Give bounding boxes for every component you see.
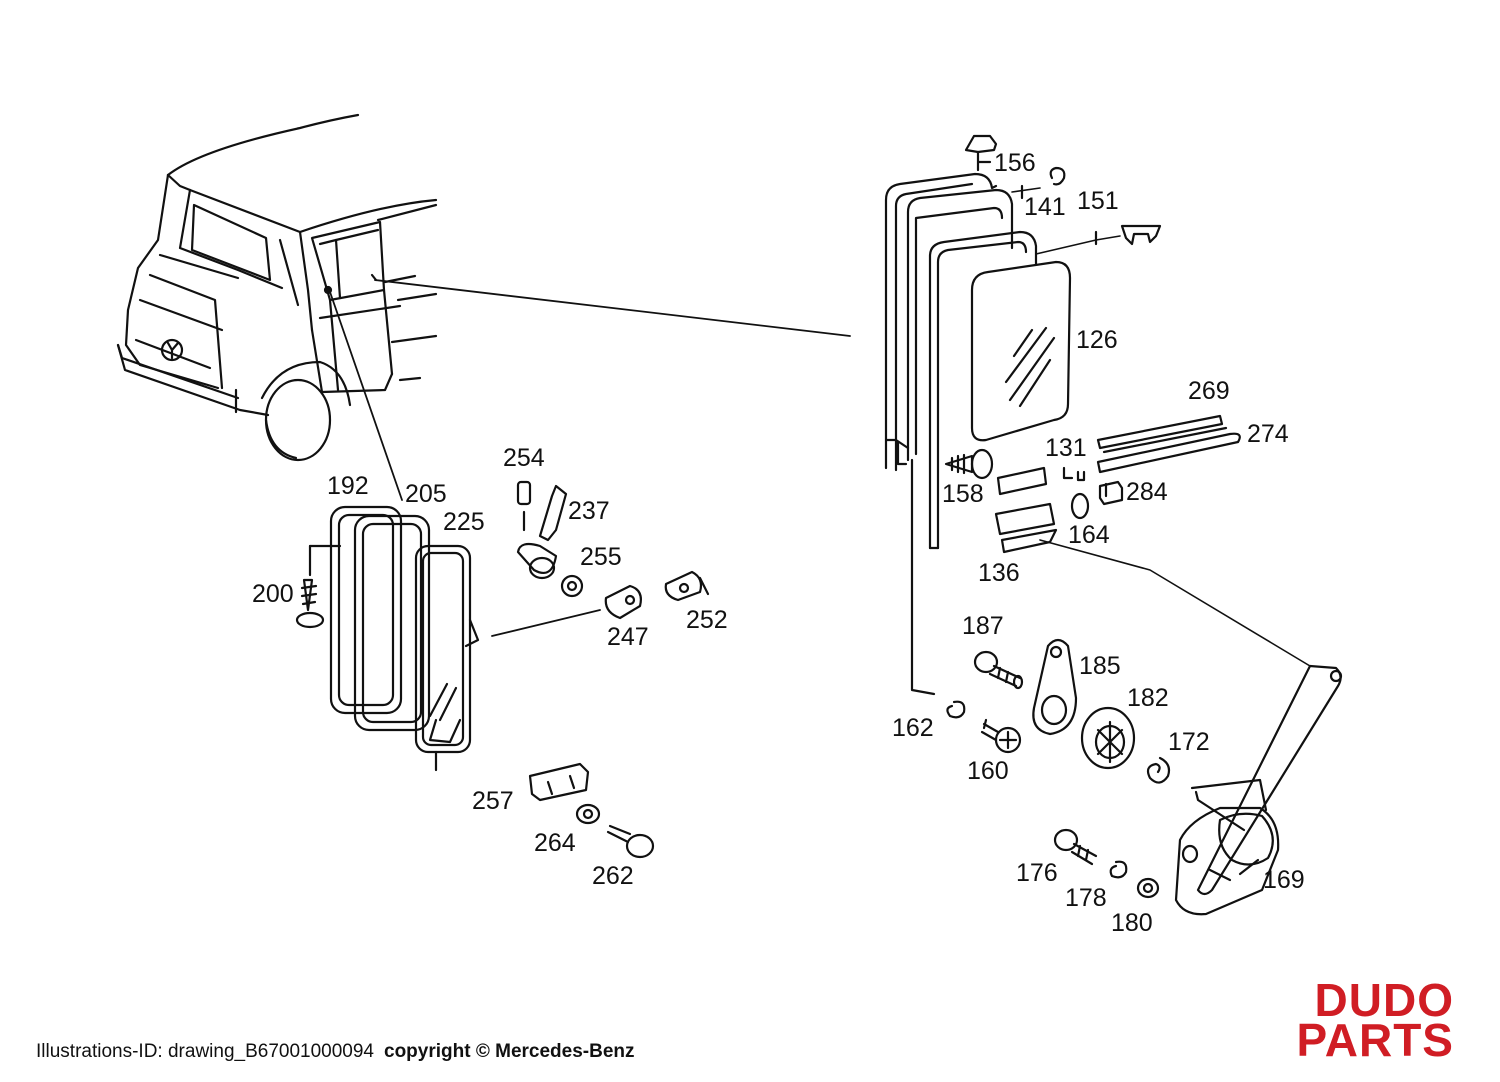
ring-141-icon — [1049, 166, 1066, 186]
copyright-notice: copyright © Mercedes-Benz — [384, 1041, 635, 1062]
part-label-284: 284 — [1126, 478, 1168, 506]
part-label-131: 131 — [1045, 434, 1087, 462]
bolt-176-icon — [1053, 828, 1098, 866]
part-label-172: 172 — [1168, 728, 1210, 756]
logo-line-2: PARTS — [1296, 1014, 1454, 1066]
part-label-237: 237 — [568, 497, 610, 525]
part-label-169: 169 — [1263, 866, 1305, 894]
latch-257-icon — [528, 762, 590, 802]
glass-pane-126-icon — [970, 260, 1072, 442]
guide-rails-269-274-icon — [1096, 414, 1241, 474]
part-label-182: 182 — [1127, 684, 1169, 712]
part-label-141: 141 — [1024, 193, 1066, 221]
footer-caption: Illustrations-ID: drawing_B67001000094 co… — [36, 1041, 635, 1063]
spring-washer-162-icon — [946, 700, 966, 719]
part-label-264: 264 — [534, 829, 576, 857]
screw-158-icon — [944, 448, 994, 480]
part-label-178: 178 — [1065, 884, 1107, 912]
part-label-247: 247 — [607, 623, 649, 651]
part-label-252: 252 — [686, 606, 728, 634]
part-label-176: 176 — [1016, 859, 1058, 887]
clip-151-icon — [1120, 224, 1162, 246]
part-label-126: 126 — [1076, 326, 1118, 354]
gear-182-icon — [1080, 706, 1136, 770]
bolt-187-icon — [973, 650, 1024, 690]
window-frame-assembly — [884, 172, 1121, 696]
part-label-269: 269 — [1188, 377, 1230, 405]
part-label-156: 156 — [994, 149, 1036, 177]
clip-252-icon — [664, 570, 710, 602]
part-label-262: 262 — [592, 862, 634, 890]
part-label-158: 158 — [942, 480, 984, 508]
part-label-162: 162 — [892, 714, 934, 742]
part-label-254: 254 — [503, 444, 545, 472]
vent-window-frames — [308, 505, 601, 772]
part-label-136: 136 — [978, 559, 1020, 587]
part-label-255: 255 — [580, 543, 622, 571]
part-label-225: 225 — [443, 508, 485, 536]
illustration-id: Illustrations-ID: drawing_B67001000094 — [36, 1041, 374, 1062]
logo-line-1: DUDO — [1314, 974, 1454, 1026]
part-label-164: 164 — [1068, 521, 1110, 549]
slider-blocks-131-136-164-icon — [994, 466, 1311, 667]
part-label-160: 160 — [967, 757, 1009, 785]
window-regulator-169-icon — [1174, 664, 1343, 916]
bushing-254-icon — [516, 480, 532, 532]
bolt-160-icon — [980, 718, 1022, 754]
washer-255-icon — [560, 574, 584, 598]
washer-180-icon — [1136, 877, 1160, 899]
crank-arm-185-icon — [1032, 638, 1078, 736]
part-label-257: 257 — [472, 787, 514, 815]
spring-172-icon — [1146, 756, 1171, 784]
bolt-262-icon — [606, 824, 655, 859]
part-label-187: 187 — [962, 612, 1004, 640]
stop-284-icon — [1098, 480, 1124, 506]
bracket-237-icon — [538, 484, 568, 542]
part-label-274: 274 — [1247, 420, 1289, 448]
dudo-parts-logo: DUDO PARTS — [1258, 974, 1454, 1066]
pivot-knob-icon — [516, 542, 558, 580]
part-label-180: 180 — [1111, 909, 1153, 937]
plate-247-icon — [604, 584, 642, 620]
screw-200-icon — [295, 578, 325, 629]
part-label-205: 205 — [405, 480, 447, 508]
part-label-185: 185 — [1079, 652, 1121, 680]
spring-washer-178-icon — [1109, 860, 1128, 879]
washer-264-icon — [575, 803, 601, 825]
part-label-192: 192 — [327, 472, 369, 500]
part-label-151: 151 — [1077, 187, 1119, 215]
part-label-200: 200 — [252, 580, 294, 608]
clip-156-icon — [964, 134, 998, 172]
van-illustration — [116, 113, 851, 501]
